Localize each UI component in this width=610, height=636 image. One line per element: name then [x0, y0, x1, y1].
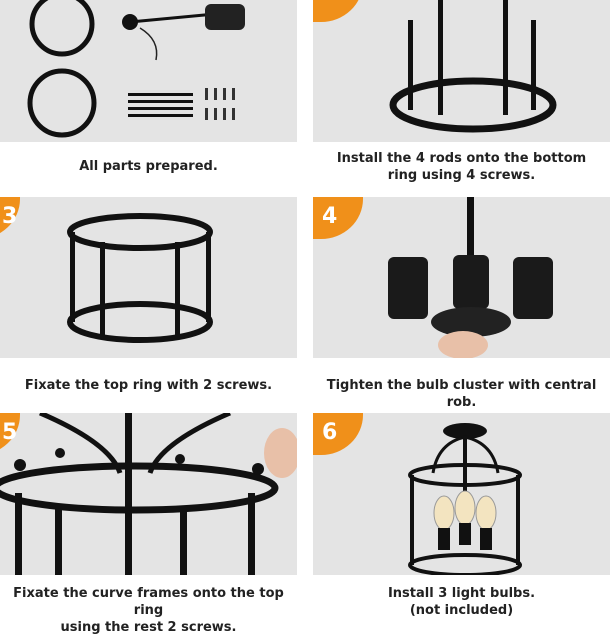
step-2-image: 2: [313, 0, 610, 142]
curve-frame-illustration: [0, 413, 297, 575]
rods-ring-illustration: [389, 0, 557, 133]
caption-line: Install 3 light bulbs.: [387, 586, 536, 601]
step-6-caption: Install 3 light bulbs. (not included): [313, 585, 610, 619]
parts-illustration: [27, 0, 245, 138]
step-4-caption: Tighten the bulb cluster with central ro…: [326, 378, 597, 410]
caption-line: using the rest 2 screws.: [60, 620, 237, 635]
step-2-caption: Install the 4 rods onto the bottom ring u…: [313, 150, 610, 184]
step-badge: 3: [0, 197, 20, 239]
caption-line: Fixate the curve frames onto the top rin…: [13, 586, 284, 618]
caption-line: Install the 4 rods onto the bottom: [336, 151, 587, 166]
step-badge: 5: [0, 413, 20, 455]
finished-chandelier-illustration: [408, 423, 522, 575]
caption-line: ring using 4 screws.: [387, 168, 536, 183]
frame-illustration: [67, 213, 213, 343]
caption-line: (not included): [409, 603, 514, 618]
step-5-image: 5: [0, 413, 297, 575]
step-3-caption: Fixate the top ring with 2 screws.: [24, 378, 273, 393]
step-1-caption: All parts prepared.: [79, 159, 218, 174]
step-5-caption: Fixate the curve frames onto the top rin…: [0, 585, 297, 636]
step-4-image: 4: [313, 197, 610, 358]
step-6-image: 6: [313, 413, 610, 575]
step-1-image: [0, 0, 297, 142]
bulb-cluster-illustration: [388, 197, 553, 358]
step-3-image: 3: [0, 197, 297, 358]
